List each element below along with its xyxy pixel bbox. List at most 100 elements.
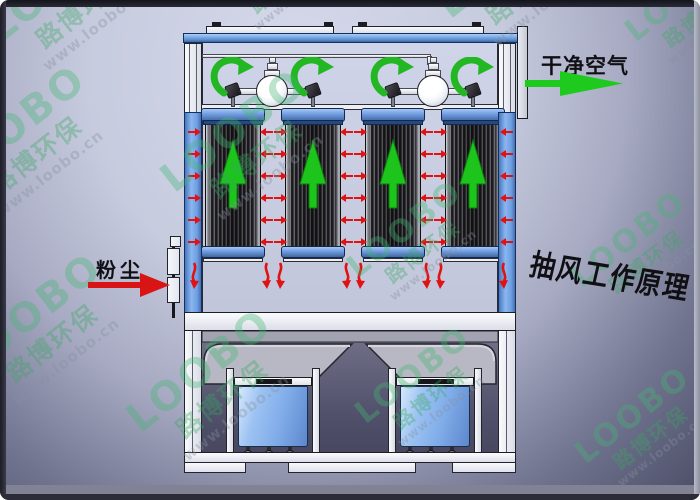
hopper-right: [364, 343, 497, 385]
bolt-icon: [324, 22, 333, 27]
watermark-brand-cn: 路博环保: [456, 0, 608, 50]
watermark: LOOBO 路博环保 www.loobo.cn: [151, 59, 343, 237]
gate-handle: [418, 379, 454, 384]
dust-flow-arrow-icon: [354, 194, 367, 202]
watermark-brand-en: LOOBO: [618, 0, 700, 49]
hopper-highlight: [205, 345, 350, 362]
cartridge-bottom-cap: [281, 246, 345, 258]
clean-air-outlet-flange: [517, 26, 528, 119]
pulse-airflow-swirl-icon: [210, 57, 254, 97]
dust-flow-arrow-icon: [420, 194, 433, 202]
dust-flow-arrow-icon: [434, 172, 447, 180]
watermark: LOOBO 路博环保 www.loobo.cn: [0, 0, 169, 87]
tube-sheet: [202, 104, 498, 110]
watermark-brand-en: LOOBO: [340, 172, 470, 286]
dust-flow-arrow-icon: [500, 194, 513, 202]
watermark-brand-en: LOOBO: [151, 59, 316, 202]
pulse-airflow-swirl-icon: [290, 57, 334, 97]
caster-stem: [450, 446, 454, 451]
dust-flow-arrow-icon: [434, 194, 447, 202]
watermark: LOOBO 路博环保 www.loobo.cn: [118, 300, 309, 477]
frame-post-seam: [189, 44, 190, 112]
clean-air-label: 干净空气: [541, 54, 629, 78]
watermark-website: www.loobo.cn: [9, 313, 123, 409]
upward-airflow-arrow-icon: [459, 138, 487, 209]
cartridge-bottom-lip: [203, 258, 263, 262]
dust-inlet-label: 粉尘: [96, 258, 144, 282]
dust-inlet-flange-lower: [167, 277, 180, 303]
dust-flow-arrow-icon: [500, 128, 513, 136]
bolt-icon: [212, 22, 221, 27]
dust-flow-arrow-icon: [260, 194, 273, 202]
floor-strip: [0, 485, 700, 494]
dust-flow-arrow-icon: [188, 172, 201, 180]
dust-flow-arrow-icon: [274, 216, 287, 224]
watermark: LOOBO 路博环保 www.loobo.cn: [618, 0, 700, 77]
watermark-website: www.loobo.cn: [39, 0, 153, 75]
watermark-brand-cn: 路博环保: [0, 110, 88, 201]
watermark-brand-cn: 路博环保: [388, 360, 473, 435]
dust-flow-arrow-icon: [434, 238, 447, 246]
machine-foot: [452, 462, 516, 473]
tank-valve-top: [430, 57, 437, 63]
watermark-brand-cn: 路博环保: [204, 114, 308, 205]
frame-post-seam: [503, 44, 504, 112]
dust-flow-arrow-icon: [354, 128, 367, 136]
dust-flow-arrow-icon: [274, 172, 287, 180]
cartridge-cap-lip: [203, 120, 263, 125]
upward-airflow-arrow-icon: [219, 138, 247, 209]
chamber-ceiling: [202, 331, 498, 343]
dust-flow-arrow-icon: [274, 150, 287, 158]
watermark-brand-cn: 路博环保: [30, 0, 134, 55]
dust-flow-arrow-icon: [420, 238, 433, 246]
dust-flow-arrow-icon: [500, 238, 513, 246]
watermark-brand-cn: 路博环保: [380, 214, 465, 289]
watermark-website: www.loobo.cn: [394, 372, 488, 450]
caster-stem: [288, 446, 292, 451]
watermark-brand-cn: 路博环保: [608, 400, 693, 475]
watermark-brand-en: LOOBO: [0, 243, 112, 386]
falling-dust-arrow-icon: [262, 262, 271, 289]
dust-flow-arrow-icon: [274, 128, 287, 136]
watermark: LOOBO 路博环保 www.loobo.cn: [340, 172, 492, 314]
caster-stem: [267, 446, 271, 451]
dust-flow-arrow-icon: [340, 194, 353, 202]
watermark: LOOBO 路博环保 www.loobo.cn: [0, 56, 123, 233]
dust-flow-arrow-icon: [354, 150, 367, 158]
photo-border-left: [0, 0, 6, 500]
pulse-air-tank: [256, 75, 288, 107]
dust-flow-arrow-icon: [340, 216, 353, 224]
dust-flow-arrow-icon: [188, 238, 201, 246]
dust-flow-arrow-icon: [340, 150, 353, 158]
pulse-airflow-swirl-icon: [450, 57, 494, 97]
falling-dust-arrow-icon: [342, 262, 351, 289]
dust-inlet-flange-upper: [167, 248, 180, 275]
dust-flow-arrow-icon: [434, 128, 447, 136]
falling-dust-arrow-icon: [356, 262, 365, 289]
falling-dust-arrow-icon: [276, 262, 285, 289]
upward-airflow-arrow-icon: [379, 138, 407, 209]
dust-flow-arrow-icon: [434, 216, 447, 224]
lower-wall-seam: [192, 331, 193, 453]
dust-flow-arrow-icon: [188, 216, 201, 224]
dust-flow-arrow-icon: [260, 172, 273, 180]
watermark: LOOBO 路博环保 www.loobo.cn: [568, 359, 700, 500]
pulse-airflow-swirl-icon: [370, 57, 414, 97]
dust-flow-arrow-icon: [354, 216, 367, 224]
watermark-brand-en: LOOBO: [348, 318, 478, 432]
machine-foot: [288, 462, 416, 473]
dust-inlet-arrow-icon: [88, 273, 170, 297]
bolt-icon: [472, 22, 481, 27]
lower-wall-seam: [506, 331, 507, 453]
dust-bin-left: [238, 386, 308, 447]
watermark-brand-cn: 路博环保: [170, 354, 274, 445]
dust-flow-arrow-icon: [260, 216, 273, 224]
dust-flow-arrow-icon: [434, 150, 447, 158]
dust-flow-arrow-icon: [188, 194, 201, 202]
clean-air-arrow-icon: [525, 71, 623, 96]
falling-dust-arrow-icon: [499, 262, 508, 289]
tank-valve-top: [269, 57, 276, 63]
dust-flow-arrow-icon: [188, 150, 201, 158]
caster-stem: [429, 446, 433, 451]
cartridge-bottom-lip: [283, 258, 343, 262]
